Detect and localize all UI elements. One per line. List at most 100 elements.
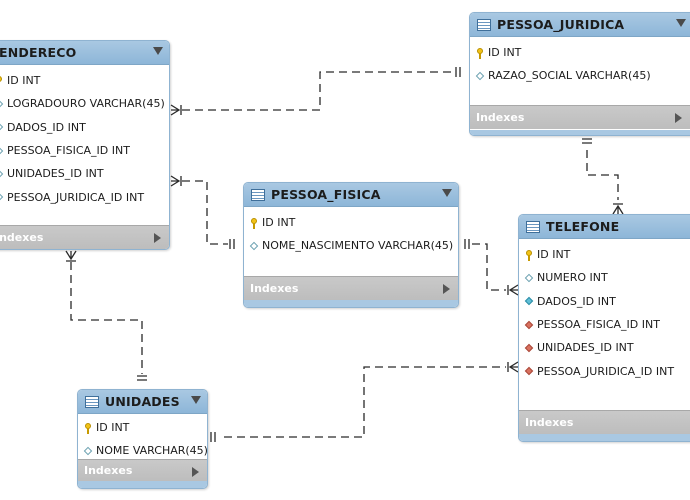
expand-arrow-icon[interactable] — [192, 467, 199, 477]
expand-arrow-icon[interactable] — [154, 233, 161, 243]
column-row[interactable]: NOME VARCHAR(45) — [78, 439, 207, 462]
column-label: PESSOA_JURIDICA_ID INT — [7, 190, 145, 204]
indexes-section[interactable]: Indexes — [244, 276, 458, 300]
primary-key-icon — [249, 217, 259, 229]
column-row[interactable]: DADOS_ID INT — [519, 290, 690, 313]
table-header[interactable]: PESSOA_FISICA — [244, 183, 458, 207]
attribute-icon — [0, 192, 4, 202]
foreign-key-icon — [524, 366, 534, 376]
column-label: ID INT — [488, 46, 522, 60]
table-endereco[interactable]: ENDERECO ID INT LOGRADOURO VARCHAR(45) D… — [0, 40, 170, 250]
indexes-section[interactable]: Indexes — [519, 410, 690, 434]
column-label: NOME VARCHAR(45) — [96, 444, 208, 458]
table-header[interactable]: ENDERECO — [0, 41, 169, 65]
column-label: PESSOA_FISICA_ID INT — [7, 144, 130, 158]
connector-telefone-pessoa-fisica — [472, 243, 506, 291]
table-pessoa-fisica[interactable]: PESSOA_FISICA ID INT NOME_NASCIMENTO VAR… — [243, 182, 459, 308]
column-row[interactable]: ID INT — [519, 243, 690, 266]
table-title: TELEFONE — [546, 219, 620, 234]
column-row[interactable]: PESSOA_JURIDICA_ID INT — [519, 359, 690, 382]
connector-endereco-pessoa-fisica — [182, 180, 228, 245]
indexes-label: Indexes — [250, 282, 299, 295]
table-title: ENDERECO — [0, 45, 77, 60]
foreign-key-icon — [524, 320, 534, 330]
attribute-icon — [475, 71, 485, 81]
table-header[interactable]: TELEFONE — [519, 215, 690, 239]
table-icon — [477, 18, 491, 31]
column-row[interactable]: ID INT — [0, 69, 169, 92]
table-pessoa-juridica[interactable]: PESSOA_JURIDICA ID INT RAZAO_SOCIAL VARC… — [469, 12, 690, 136]
table-icon — [85, 395, 99, 408]
collapse-arrow-icon[interactable] — [442, 189, 452, 197]
many-cardinality-marker — [612, 203, 624, 215]
attribute-icon — [83, 446, 93, 456]
table-icon — [526, 220, 540, 233]
column-label: RAZAO_SOCIAL VARCHAR(45) — [488, 69, 651, 83]
column-row[interactable]: RAZAO_SOCIAL VARCHAR(45) — [470, 64, 690, 87]
column-label: ID INT — [537, 248, 571, 262]
column-row[interactable]: ID INT — [78, 416, 207, 439]
column-row[interactable]: PESSOA_FISICA_ID INT — [0, 139, 169, 162]
indexes-label: Indexes — [0, 231, 44, 244]
one-cardinality-marker — [464, 239, 470, 249]
primary-key-icon — [475, 47, 485, 59]
column-row[interactable]: UNIDADES_ID INT — [519, 336, 690, 359]
column-row[interactable]: LOGRADOURO VARCHAR(45) — [0, 92, 169, 115]
attribute-icon — [0, 122, 4, 132]
column-label: DADOS_ID INT — [537, 294, 616, 308]
one-cardinality-marker — [210, 432, 216, 442]
attribute-icon — [524, 273, 534, 283]
collapse-arrow-icon[interactable] — [153, 47, 163, 55]
foreign-key-icon — [524, 343, 534, 353]
collapse-arrow-icon[interactable] — [191, 396, 201, 404]
column-label: PESSOA_FISICA_ID INT — [537, 318, 660, 332]
column-row[interactable]: UNIDADES_ID INT — [0, 162, 169, 185]
expand-arrow-icon[interactable] — [443, 284, 450, 294]
table-header[interactable]: UNIDADES — [78, 390, 207, 414]
one-cardinality-marker — [137, 375, 147, 381]
many-cardinality-marker — [170, 104, 182, 116]
collapse-arrow-icon[interactable] — [676, 19, 686, 27]
column-row[interactable]: PESSOA_FISICA_ID INT — [519, 313, 690, 336]
table-footer — [244, 300, 458, 307]
column-label: UNIDADES_ID INT — [7, 167, 104, 181]
column-row[interactable]: ID INT — [244, 211, 458, 234]
one-cardinality-marker — [229, 239, 235, 249]
column-row[interactable]: DADOS_ID INT — [0, 116, 169, 139]
column-label: PESSOA_JURIDICA_ID INT — [537, 364, 675, 378]
table-header[interactable]: PESSOA_JURIDICA — [470, 13, 690, 37]
column-label: DADOS_ID INT — [7, 120, 86, 134]
column-row[interactable]: PESSOA_JURIDICA_ID INT — [0, 185, 169, 208]
table-icon — [251, 188, 265, 201]
column-label: ID INT — [262, 216, 296, 230]
primary-key-icon — [524, 249, 534, 261]
column-label: ID INT — [96, 421, 130, 435]
column-row[interactable]: ID INT — [470, 41, 690, 64]
table-title: PESSOA_FISICA — [271, 187, 381, 202]
table-title: UNIDADES — [105, 394, 180, 409]
primary-key-icon — [0, 75, 4, 86]
column-label: NUMERO INT — [537, 271, 608, 285]
column-label: LOGRADOURO VARCHAR(45) — [7, 97, 165, 111]
expand-arrow-icon[interactable] — [675, 113, 682, 123]
connector-endereco-pessoa-juridica — [182, 71, 456, 111]
connector-endereco-unidades — [70, 262, 143, 374]
indexes-section[interactable]: Indexes — [0, 225, 169, 249]
one-cardinality-marker — [455, 67, 461, 77]
table-title: PESSOA_JURIDICA — [497, 17, 625, 32]
primary-key-icon — [83, 422, 93, 434]
column-row[interactable]: NOME_NASCIMENTO VARCHAR(45) — [244, 234, 458, 257]
table-unidades[interactable]: UNIDADES ID INT NOME VARCHAR(45) Indexes — [77, 389, 208, 489]
many-cardinality-marker — [507, 361, 519, 373]
attribute-icon — [0, 169, 4, 179]
attribute-icon — [249, 241, 259, 251]
column-row[interactable]: NUMERO INT — [519, 266, 690, 289]
indexes-section[interactable]: Indexes — [470, 105, 690, 129]
table-telefone[interactable]: TELEFONE ID INT NUMERO INT DADOS_ID INT … — [518, 214, 690, 442]
indexes-section[interactable]: Indexes — [78, 459, 207, 481]
indexes-label: Indexes — [525, 416, 574, 429]
many-cardinality-marker — [170, 175, 182, 187]
connector-telefone-unidades — [224, 366, 506, 438]
